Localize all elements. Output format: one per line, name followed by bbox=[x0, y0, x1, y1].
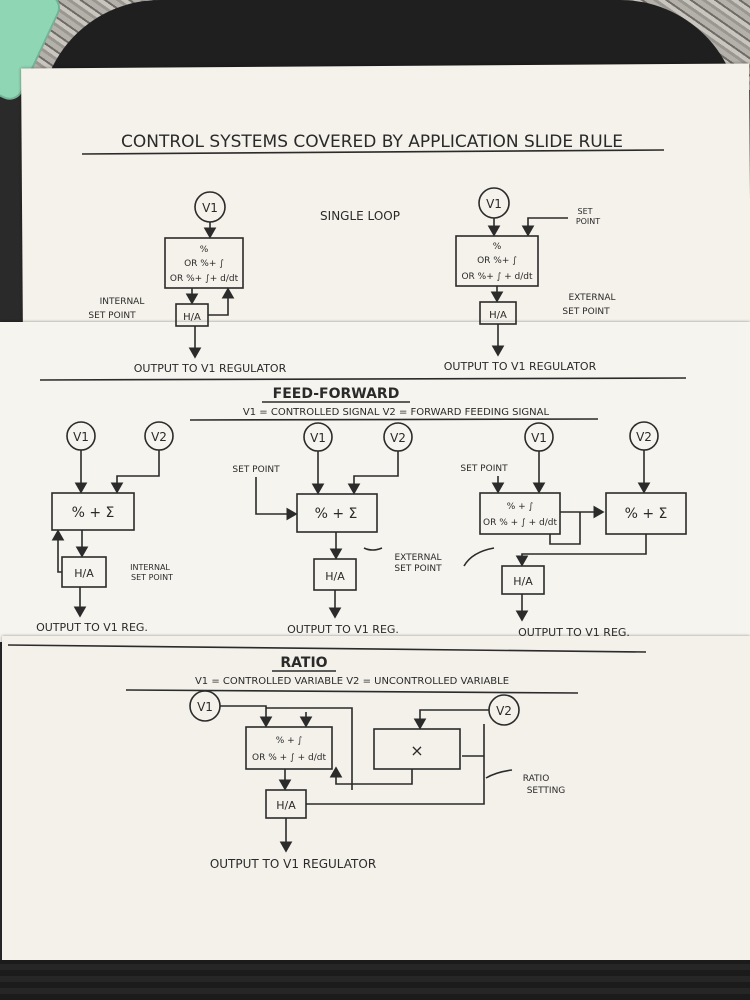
ratio-label: RATIO bbox=[523, 774, 550, 784]
ctrl-line-1: % bbox=[493, 242, 502, 252]
ha-label: H/A bbox=[74, 567, 94, 580]
set-point-label: SET POINT bbox=[131, 573, 173, 582]
ha-box bbox=[501, 565, 545, 595]
sum-box bbox=[296, 493, 378, 533]
pid-box bbox=[245, 726, 333, 770]
v2-label: V2 bbox=[151, 430, 167, 444]
ratio-diagram: V1 V2 % + ∫ OR % + ∫ + d/dt × RATIO SETT… bbox=[189, 690, 566, 871]
feed-forward-diagram-a: V1 V2 % + Σ H/A INTERNAL SET POINT OUTPU… bbox=[36, 421, 174, 634]
dark-mat-bottom bbox=[0, 960, 750, 1000]
ctrl-line-1: % bbox=[200, 245, 209, 255]
sum-box-label: % + Σ bbox=[315, 506, 358, 522]
title-underline bbox=[81, 149, 665, 155]
ha-label: H/A bbox=[276, 799, 296, 812]
sum-box bbox=[51, 492, 135, 531]
paper-panel-middle bbox=[0, 322, 750, 642]
v2-label: V2 bbox=[636, 430, 652, 444]
set-point-label: SET POINT bbox=[562, 307, 610, 317]
feed-forward-subtitle: V1 = CONTROLLED SIGNAL V2 = FORWARD FEED… bbox=[243, 407, 550, 418]
ctrl-line-2: OR %+ ∫ bbox=[477, 256, 517, 266]
ctrl-line-3: OR %+ ∫+ d/dt bbox=[170, 274, 239, 284]
ha-label: H/A bbox=[183, 312, 201, 323]
feed-forward-diagram-b: V1 V2 SET POINT % + Σ H/A EXTERNAL SET P… bbox=[232, 422, 495, 636]
output-label: OUTPUT TO V1 REGULATOR bbox=[444, 360, 597, 373]
ha-label: H/A bbox=[325, 570, 345, 583]
v1-label: V1 bbox=[531, 431, 547, 445]
set-label: SET bbox=[577, 207, 592, 216]
ctrl-line-3: OR %+ ∫ + d/dt bbox=[461, 272, 533, 282]
set-point-top-label: SET POINT bbox=[232, 465, 280, 475]
section-divider bbox=[39, 377, 687, 381]
output-label: OUTPUT TO V1 REGULATOR bbox=[134, 362, 287, 375]
single-loop-right: V1 % OR %+ ∫ OR %+ ∫ + d/dt SET POINT H/… bbox=[444, 187, 616, 373]
pid-box bbox=[479, 492, 561, 535]
output-label: OUTPUT TO V1 REG. bbox=[287, 623, 399, 636]
external-label: EXTERNAL bbox=[394, 553, 441, 563]
set-point-label: SET POINT bbox=[88, 311, 136, 321]
section-divider bbox=[7, 644, 647, 653]
single-loop-heading: SINGLE LOOP bbox=[320, 209, 400, 223]
sum-box-label: % + Σ bbox=[625, 506, 668, 522]
external-label: EXTERNAL bbox=[568, 293, 615, 303]
point-label: POINT bbox=[576, 217, 600, 226]
internal-label: INTERNAL bbox=[100, 297, 145, 307]
sum-box-label: % + Σ bbox=[72, 505, 115, 521]
ha-label: H/A bbox=[489, 310, 507, 321]
output-label: OUTPUT TO V1 REGULATOR bbox=[210, 857, 376, 871]
v1-label: V1 bbox=[202, 201, 218, 215]
pid-line-2: OR % + ∫ + d/dt bbox=[252, 753, 326, 763]
output-label: OUTPUT TO V1 REG. bbox=[518, 626, 630, 639]
v1-label: V1 bbox=[197, 700, 213, 714]
ha-label: H/A bbox=[513, 575, 533, 588]
diagram-title: CONTROL SYSTEMS COVERED BY APPLICATION S… bbox=[121, 132, 623, 152]
setting-label: SETTING bbox=[527, 786, 566, 796]
controller-box bbox=[164, 237, 244, 289]
internal-label: INTERNAL bbox=[130, 563, 170, 572]
pid-line-1: % + ∫ bbox=[507, 502, 534, 512]
v2-label: V2 bbox=[390, 431, 406, 445]
output-label: OUTPUT TO V1 REG. bbox=[36, 621, 148, 634]
multiplier-box bbox=[373, 728, 461, 770]
set-point-top-label: SET POINT bbox=[460, 464, 508, 474]
single-loop-left: V1 % OR %+ ∫ OR %+ ∫+ d/dt H/A INTERNAL … bbox=[88, 191, 287, 375]
v1-label: V1 bbox=[73, 430, 89, 444]
ctrl-line-2: OR %+ ∫ bbox=[184, 259, 224, 269]
pid-line-2: OR % + ∫ + d/dt bbox=[483, 518, 557, 528]
feed-forward-diagram-c: V1 V2 SET POINT % + ∫ OR % + ∫ + d/dt % … bbox=[460, 421, 687, 639]
feed-forward-heading: FEED-FORWARD bbox=[273, 386, 400, 402]
ratio-heading: RATIO bbox=[280, 655, 327, 671]
ratio-subtitle: V1 = CONTROLLED VARIABLE V2 = UNCONTROLL… bbox=[195, 676, 509, 687]
multiplier-symbol: × bbox=[410, 741, 423, 760]
v1-label: V1 bbox=[486, 197, 502, 211]
pid-line-1: % + ∫ bbox=[276, 736, 303, 746]
set-point-label: SET POINT bbox=[394, 564, 442, 574]
v2-label: V2 bbox=[496, 704, 512, 718]
v1-label: V1 bbox=[310, 431, 326, 445]
